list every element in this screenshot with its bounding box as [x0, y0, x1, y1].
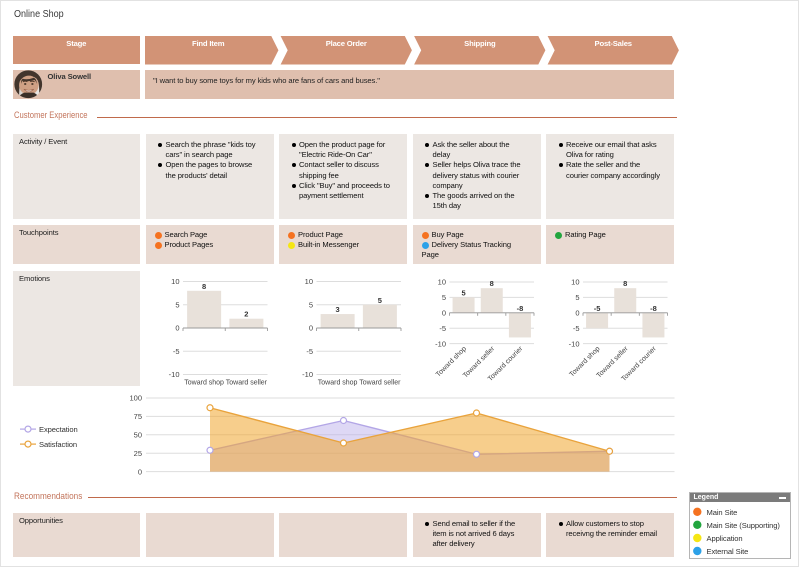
svg-text:0: 0 — [175, 324, 179, 333]
svg-text:5: 5 — [442, 293, 446, 302]
svg-text:-10: -10 — [569, 339, 580, 348]
svg-text:Shipping: Shipping — [464, 39, 496, 48]
svg-text:-10: -10 — [302, 370, 313, 379]
svg-text:-8: -8 — [650, 304, 657, 313]
svg-text:Toward shop: Toward shop — [318, 380, 358, 387]
svg-text:Toward shop: Toward shop — [184, 380, 224, 387]
svg-text:2: 2 — [244, 310, 248, 319]
svg-text:3: 3 — [336, 305, 340, 314]
svg-text:5: 5 — [175, 300, 179, 309]
svg-text:Post-Sales: Post-Sales — [595, 39, 632, 48]
svg-text:10: 10 — [305, 277, 313, 286]
svg-text:5: 5 — [575, 293, 579, 302]
svg-text:10: 10 — [438, 278, 446, 287]
svg-text:10: 10 — [171, 277, 179, 286]
svg-text:0: 0 — [138, 467, 142, 476]
svg-text:25: 25 — [134, 449, 142, 458]
svg-text:0: 0 — [575, 309, 579, 318]
svg-text:Find Item: Find Item — [192, 39, 225, 48]
svg-text:50: 50 — [134, 431, 142, 440]
svg-text:Toward seller: Toward seller — [359, 380, 401, 387]
svg-text:5: 5 — [378, 296, 382, 305]
svg-text:Place Order: Place Order — [326, 39, 367, 48]
svg-text:100: 100 — [129, 394, 142, 403]
svg-text:-8: -8 — [517, 304, 524, 313]
svg-text:-10: -10 — [169, 370, 180, 379]
svg-text:8: 8 — [623, 279, 627, 288]
svg-text:5: 5 — [461, 288, 465, 297]
svg-text:-5: -5 — [306, 347, 313, 356]
svg-text:-5: -5 — [573, 324, 580, 333]
svg-text:8: 8 — [490, 279, 494, 288]
svg-text:0: 0 — [309, 324, 313, 333]
svg-text:Toward seller: Toward seller — [226, 380, 268, 387]
svg-text:-5: -5 — [594, 304, 601, 313]
svg-text:75: 75 — [134, 412, 142, 421]
svg-text:5: 5 — [309, 300, 313, 309]
svg-text:-5: -5 — [173, 347, 180, 356]
svg-text:10: 10 — [571, 278, 579, 287]
svg-text:0: 0 — [442, 309, 446, 318]
svg-text:-10: -10 — [435, 339, 446, 348]
svg-text:8: 8 — [202, 282, 206, 291]
svg-text:-5: -5 — [439, 324, 446, 333]
